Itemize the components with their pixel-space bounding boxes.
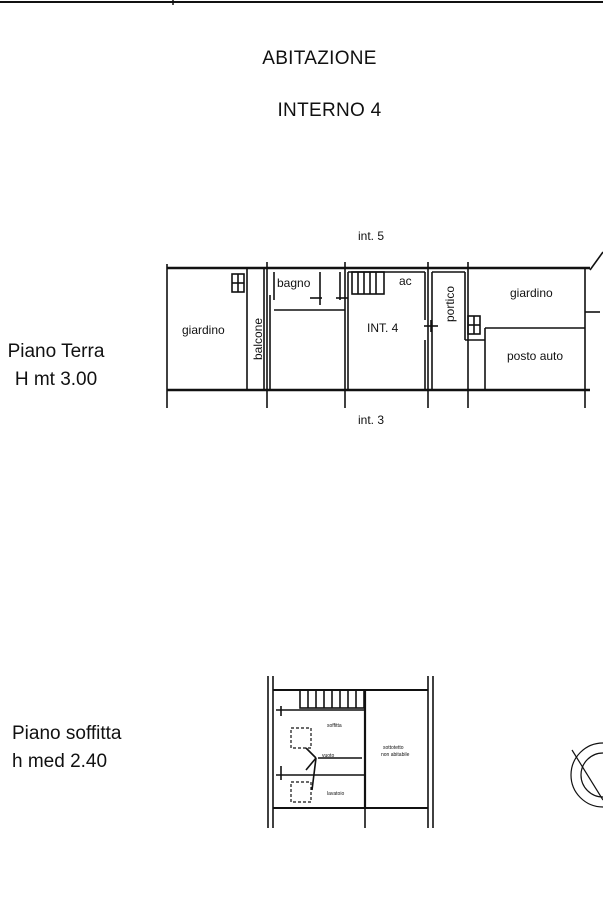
attic-floor-name: Piano soffitta [12,723,122,744]
document-subtitle: INTERNO 4 [277,100,382,121]
room-soffitta: soffitta [327,723,342,729]
neighbor-bottom-label: int. 3 [358,413,384,427]
ground-floor-label: Piano Terra H mt 3.00 [0,338,112,394]
room-posto-auto: posto auto [507,349,563,363]
document-title: ABITAZIONE [262,48,377,69]
attic-floor-label: Piano soffitta h med 2.40 [12,720,122,776]
ground-floor-height: H mt 3.00 [14,369,98,390]
room-giardino-right: giardino [510,286,553,300]
room-portico: portico [443,286,457,322]
room-balcone: balcone [251,318,265,360]
room-ac: ac [399,274,412,288]
neighbor-top-label: int. 5 [358,229,384,243]
room-int4: INT. 4 [367,321,399,335]
room-giardino-left: giardino [182,323,225,337]
room-sottotetto-line1: sottotetto [383,745,404,751]
top-border-rule [0,0,603,5]
room-lavatoio: lavatoio [327,791,344,797]
room-sottotetto-line2: non abitabile [381,752,410,758]
room-bagno: bagno [277,276,311,290]
ground-floor-name: Piano Terra [7,341,105,362]
room-vuoto: vuoto [322,753,334,759]
attic-floor-height: h med 2.40 [12,751,108,772]
